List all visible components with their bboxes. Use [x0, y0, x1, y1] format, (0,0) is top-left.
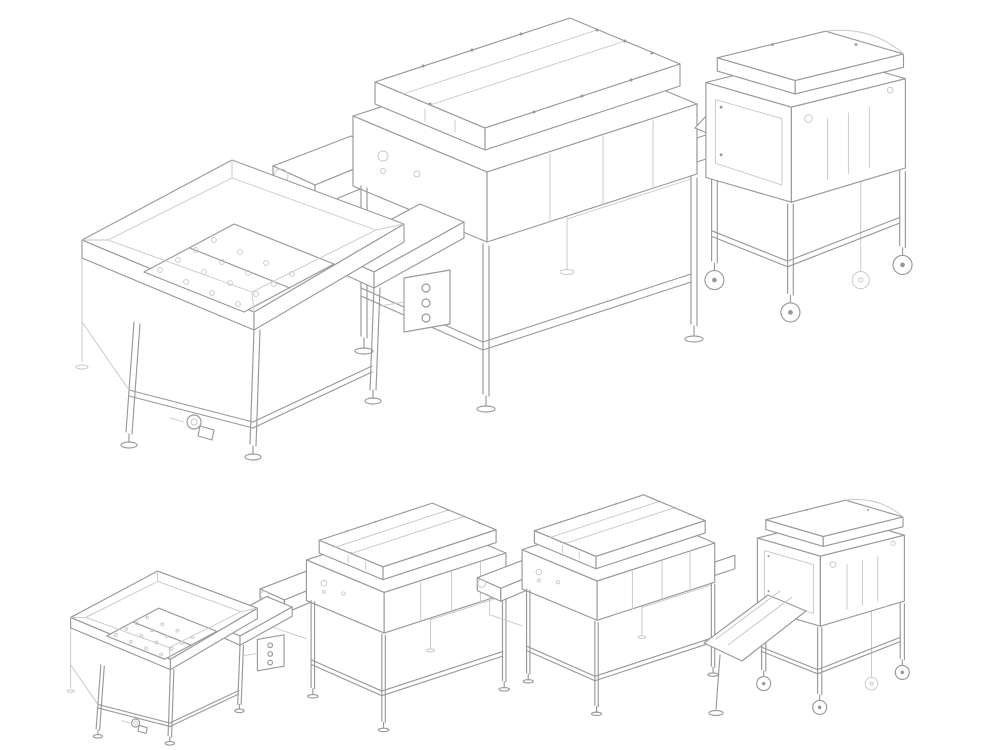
- figure-processing-line-bottom: [66, 494, 910, 746]
- sorting-machine-2: [476, 494, 736, 716]
- sorting-machine-1: [259, 502, 528, 732]
- discharge-machine-with-chute: [704, 499, 910, 716]
- figure-processing-line-top: [75, 17, 913, 461]
- discharge-machine: [704, 29, 913, 323]
- infeed-hopper: [66, 570, 293, 746]
